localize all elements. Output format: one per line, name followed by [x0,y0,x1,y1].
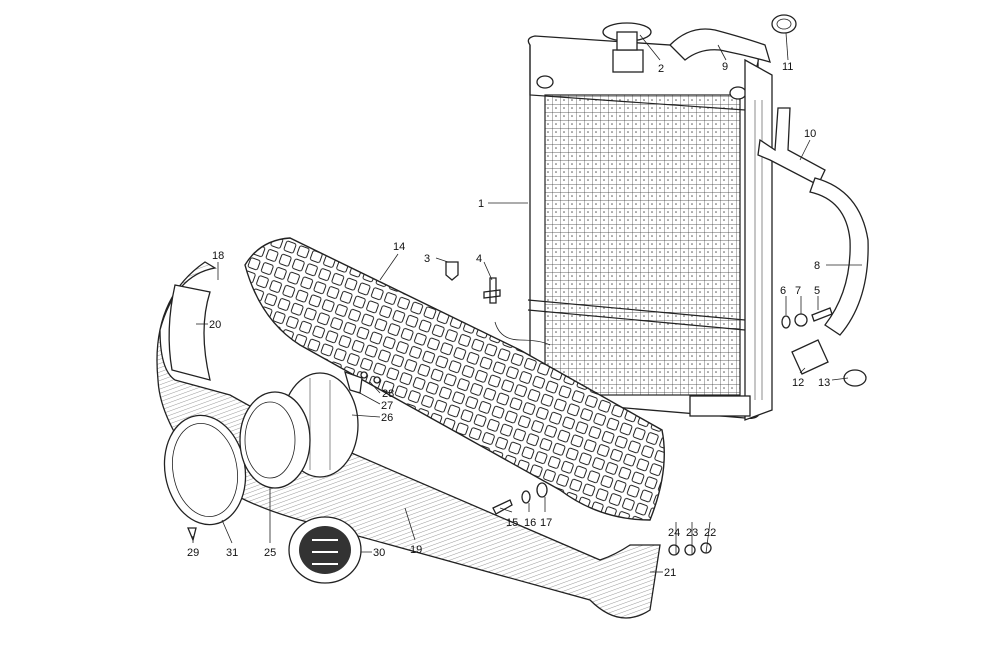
top-hose [669,28,771,63]
label-20: 20 [209,319,221,331]
label-28: 28 [382,388,394,400]
leader-lines [192,32,862,573]
t-piece-hose [757,107,826,186]
label-15: 15 [506,517,518,529]
bolt-5 [811,307,833,322]
label-7: 7 [795,285,801,297]
washer-16 [521,490,531,504]
washer-17 [536,482,548,498]
label-3: 3 [424,253,430,265]
washer-24 [668,544,680,556]
washer-23 [684,544,696,556]
screw-29 [187,527,197,543]
label-14: 14 [393,241,405,253]
washer-6 [781,315,791,329]
label-19: 19 [410,544,422,556]
radiator-core [544,94,741,396]
label-29: 29 [187,547,199,559]
bottom-hose [809,177,869,336]
label-1: 1 [478,198,484,210]
label-25: 25 [264,547,276,559]
label-2: 2 [658,63,664,75]
label-12: 12 [792,377,804,389]
hose-clamp-bottom [843,369,867,387]
short-hose [791,339,829,375]
label-9: 9 [722,61,728,73]
hose-clamp-top [771,14,797,34]
label-27: 27 [381,400,393,412]
label-31: 31 [226,547,238,559]
label-5: 5 [814,285,820,297]
part-labels: 1 2 3 4 5 6 7 8 9 10 11 12 13 14 15 16 1… [187,61,830,579]
label-6: 6 [780,285,786,297]
label-30: 30 [373,547,385,559]
radiator [527,35,773,421]
label-10: 10 [804,128,816,140]
label-26: 26 [381,412,393,424]
label-8: 8 [814,260,820,272]
label-18: 18 [212,250,224,262]
label-13: 13 [818,377,830,389]
bolt-15 [492,499,513,515]
drain-tap-3 [445,261,459,281]
drain-tap-4 [483,277,501,304]
radiator-cap [602,22,652,73]
washer-7 [794,313,808,327]
label-16: 16 [524,517,536,529]
label-21: 21 [664,567,676,579]
lamp-unit [239,391,311,489]
label-11: 11 [782,61,793,73]
label-17: 17 [540,517,552,529]
label-23: 23 [686,527,698,539]
label-4: 4 [476,253,482,265]
grille-mesh [244,237,665,521]
label-24: 24 [668,527,680,539]
label-22: 22 [704,527,716,539]
